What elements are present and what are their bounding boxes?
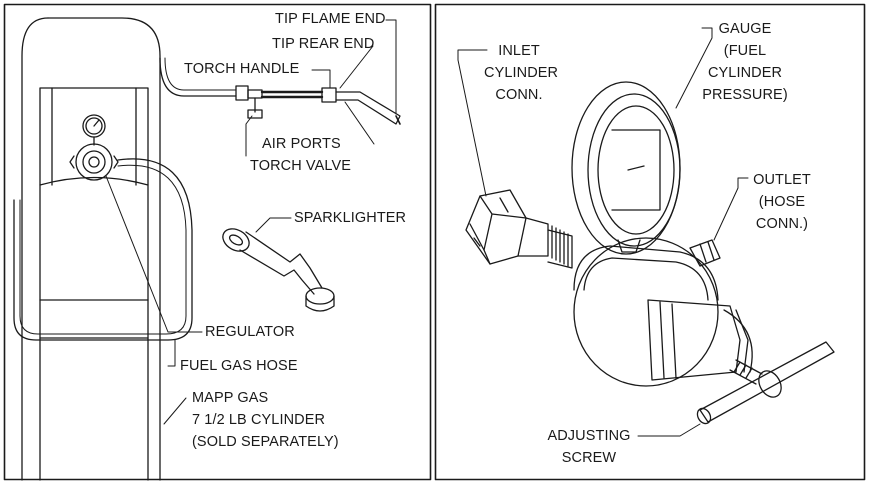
label-gauge-line-3: CYLINDER	[707, 65, 783, 81]
label-cylinder-line-1: MAPP GAS	[192, 390, 269, 406]
label-inlet-line-1: INLET	[498, 43, 540, 59]
left-leader-lines	[105, 19, 397, 425]
label-sparklighter: SPARKLIGHTER	[294, 210, 407, 226]
label-outlet-line-3: CONN.)	[755, 216, 809, 232]
fuel-gas-hose-drawing	[13, 57, 237, 341]
label-inlet-line-3: CONN.	[495, 87, 543, 103]
label-adjusting-screw: ADJUSTING SCREW	[540, 428, 638, 467]
regulator-drawing	[69, 114, 119, 181]
label-cylinder: MAPP GAS 7 1/2 LB CYLINDER (SOLD SEPARAT…	[192, 390, 339, 451]
label-inlet-cylinder-conn: INLET CYLINDER CONN.	[484, 43, 559, 104]
inlet-nut-drawing	[465, 189, 573, 269]
torch-drawing	[235, 85, 401, 125]
label-fuel-gas-hose: FUEL GAS HOSE	[180, 358, 298, 374]
label-torch-handle: TORCH HANDLE	[184, 61, 300, 77]
label-tip-flame-end: TIP FLAME END	[275, 11, 386, 27]
label-gauge-line-1: GAUGE	[718, 21, 772, 37]
label-inlet-line-2: CYLINDER	[484, 65, 559, 81]
label-outlet-line-2: (HOSE	[758, 194, 806, 210]
label-cylinder-line-2: 7 1/2 LB CYLINDER	[192, 412, 326, 428]
label-gauge-line-2: (FUEL	[723, 43, 767, 59]
label-adjusting-line-2: SCREW	[561, 450, 617, 466]
label-outlet-hose-conn: OUTLET (HOSE CONN.)	[744, 172, 820, 233]
label-gauge-line-4: PRESSURE)	[702, 87, 788, 103]
cylinder-drawing	[21, 17, 161, 481]
adjusting-screw-drawing	[696, 341, 835, 425]
label-air-ports: AIR PORTS	[262, 136, 341, 152]
right-panel-frame	[434, 3, 866, 481]
label-regulator: REGULATOR	[205, 324, 295, 340]
right-leader-lines	[457, 27, 749, 437]
left-panel-frame	[3, 3, 432, 481]
label-adjusting-line-1: ADJUSTING	[547, 428, 631, 444]
label-cylinder-line-3: (SOLD SEPARATELY)	[192, 434, 339, 450]
label-outlet-line-1: OUTLET	[753, 172, 811, 188]
label-gauge-fuel-cylinder-pressure: GAUGE (FUEL CYLINDER PRESSURE)	[697, 21, 793, 104]
sparklighter-drawing	[222, 228, 335, 312]
label-tip-rear-end: TIP REAR END	[272, 36, 375, 52]
label-torch-valve: TORCH VALVE	[250, 158, 352, 174]
regulator-body-drawing	[571, 81, 753, 387]
